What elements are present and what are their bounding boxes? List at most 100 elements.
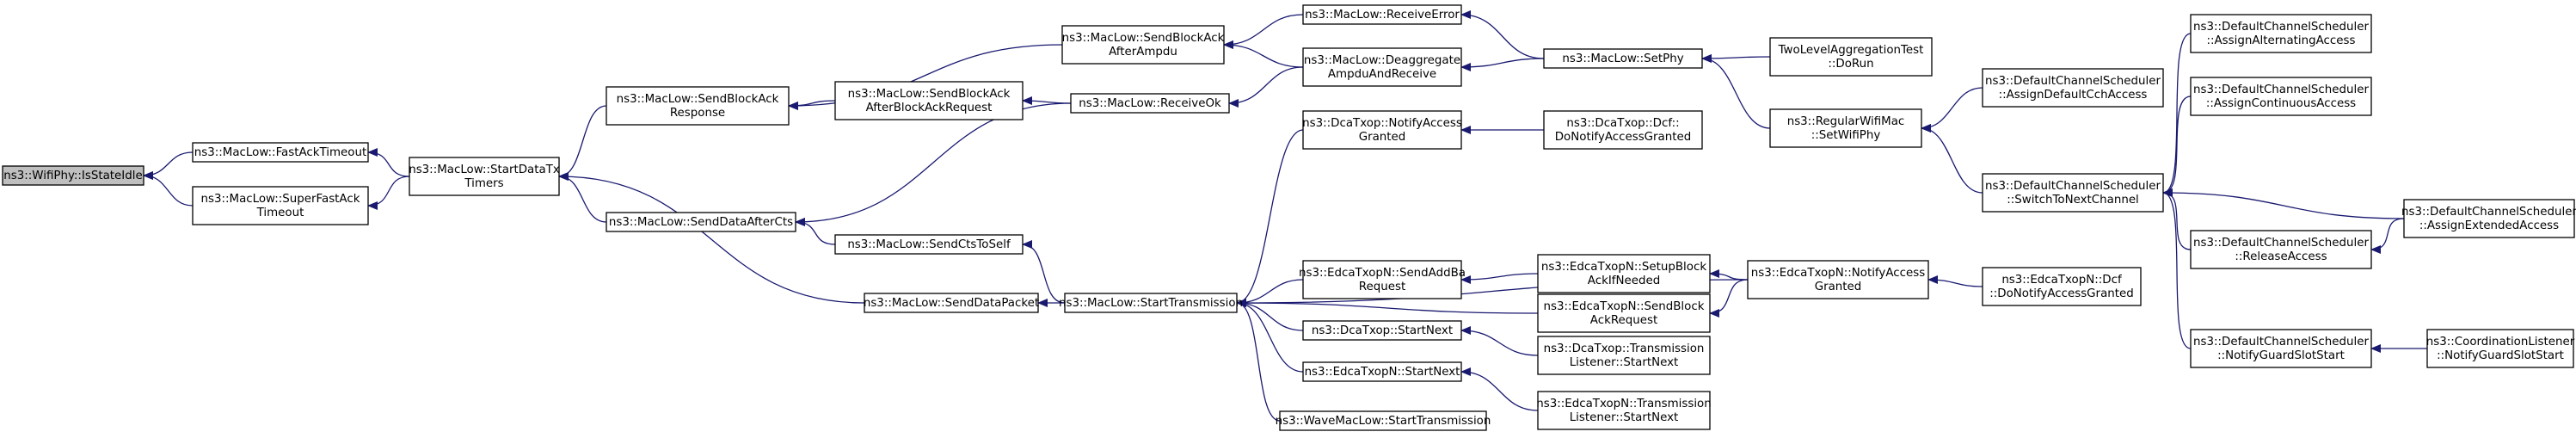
node-box bbox=[2190, 77, 2372, 116]
node-box bbox=[864, 293, 1039, 313]
node-defaultchannelscheduler-notifyguardslotstart[interactable]: ns3::DefaultChannelScheduler::NotifyGuar… bbox=[2190, 329, 2372, 368]
node-label: ns3::MacLow::FastAckTimeout bbox=[194, 146, 366, 159]
node-box bbox=[2190, 329, 2372, 368]
edge-maclow-receiveok-to-maclow-senddataaftercts bbox=[795, 102, 1072, 226]
node-label: ns3::MacLow::ReceiveOk bbox=[1079, 97, 1221, 110]
node-label: ns3::DefaultChannelScheduler bbox=[2193, 336, 2369, 349]
node-maclow-senddatapacket[interactable]: ns3::MacLow::SendDataPacket bbox=[864, 293, 1039, 313]
node-label: AmpduAndReceive bbox=[1328, 68, 1436, 81]
node-defaultchannelscheduler-assignextendedaccess[interactable]: ns3::DefaultChannelScheduler::AssignExte… bbox=[2401, 199, 2576, 238]
node-label: ns3::RegularWifiMac bbox=[1787, 115, 1905, 128]
edge-edcatxopn-notifyaccessgranted-to-edcatxopn-sendblockackrequest bbox=[1709, 279, 1749, 318]
node-label: ns3::DcaTxop::Dcf:: bbox=[1566, 117, 1679, 130]
node-defaultchannelscheduler-switchtonextchannel[interactable]: ns3::DefaultChannelScheduler::SwitchToNe… bbox=[1982, 173, 2164, 213]
node-wifiphy-isstateidle[interactable]: ns3::WifiPhy::IsStateIdle bbox=[2, 165, 144, 186]
edge-defaultchannelscheduler-assignextendedaccess-to-defaultchannelscheduler-releaseaccess bbox=[2370, 218, 2405, 254]
node-label: ns3::WifiPhy::IsStateIdle bbox=[3, 170, 142, 182]
node-box bbox=[1982, 68, 2164, 108]
node-label: ns3::MacLow::StartTransmission bbox=[1059, 297, 1243, 310]
node-defaultchannelscheduler-assigndefaultcchaccess[interactable]: ns3::DefaultChannelScheduler::AssignDefa… bbox=[1982, 68, 2164, 108]
edge-edcatxopn-dcf-donotifyaccessgranted-to-edcatxopn-notifyaccessgranted bbox=[1927, 275, 1983, 287]
node-box bbox=[1769, 37, 1933, 77]
node-defaultchannelscheduler-assigncontinuousaccess[interactable]: ns3::DefaultChannelScheduler::AssignCont… bbox=[2190, 77, 2372, 116]
node-edcatxopn-startnext[interactable]: ns3::EdcaTxopN::StartNext bbox=[1302, 361, 1462, 382]
node-box bbox=[606, 86, 790, 126]
node-box bbox=[1982, 267, 2142, 306]
node-maclow-setphy[interactable]: ns3::MacLow::SetPhy bbox=[1543, 48, 1703, 69]
node-label: ns3::DefaultChannelScheduler bbox=[2193, 21, 2369, 34]
node-dcatxop-transmissionlistener-startnext[interactable]: ns3::DcaTxop::TransmissionListener::Star… bbox=[1537, 336, 1711, 375]
node-box bbox=[1543, 48, 1703, 69]
node-label: ns3::EdcaTxopN::StartNext bbox=[1305, 366, 1460, 379]
node-edcatxopn-transmissionlistener-startnext[interactable]: ns3::EdcaTxopN::TransmissionListener::St… bbox=[1536, 391, 1712, 430]
node-defaultchannelscheduler-releaseaccess[interactable]: ns3::DefaultChannelScheduler::ReleaseAcc… bbox=[2190, 230, 2372, 269]
node-box bbox=[1747, 260, 1929, 299]
node-label: ns3::DcaTxop::StartNext bbox=[1312, 324, 1453, 337]
node-box bbox=[192, 186, 369, 225]
node-edcatxopn-notifyaccessgranted[interactable]: ns3::EdcaTxopN::NotifyAccessGranted bbox=[1747, 260, 1929, 299]
edge-twolevelaggregationtest-dorun-to-maclow-setphy bbox=[1701, 53, 1771, 63]
node-box bbox=[1061, 25, 1225, 65]
node-box bbox=[409, 157, 560, 196]
edge-maclow-receiveerror-to-maclow-sendblockackafterampdu bbox=[1223, 14, 1304, 49]
node-defaultchannelscheduler-assignalternatingaccess[interactable]: ns3::DefaultChannelScheduler::AssignAlte… bbox=[2190, 14, 2372, 53]
node-label: Request bbox=[1359, 281, 1405, 293]
node-label: AckIfNeeded bbox=[1588, 275, 1660, 287]
node-dcatxop-notifyaccessgranted[interactable]: ns3::DcaTxop::NotifyAccessGranted bbox=[1302, 110, 1462, 150]
node-box bbox=[1302, 4, 1462, 25]
node-maclow-starttransmission[interactable]: ns3::MacLow::StartTransmission bbox=[1059, 293, 1243, 313]
edge-dcatxop-transmissionlistener-startnext-to-dcatxop-startnext bbox=[1460, 326, 1539, 356]
node-dcatxop-dcf-donotifyaccessgranted[interactable]: ns3::DcaTxop::Dcf::DoNotifyAccessGranted bbox=[1543, 110, 1703, 150]
node-label: ns3::MacLow::SendDataAfterCts bbox=[609, 216, 793, 229]
node-regularwifimac-setwifiphy[interactable]: ns3::RegularWifiMac::SetWifiPhy bbox=[1769, 108, 1922, 148]
node-label: ::NotifyGuardSlotStart bbox=[2437, 349, 2564, 362]
node-label: ns3::EdcaTxopN::Transmission bbox=[1536, 398, 1711, 410]
node-edcatxopn-dcf-donotifyaccessgranted[interactable]: ns3::EdcaTxopN::Dcf::DoNotifyAccessGrant… bbox=[1982, 267, 2142, 306]
node-box bbox=[1302, 320, 1462, 341]
node-label: AfterAmpdu bbox=[1109, 46, 1177, 59]
node-maclow-receiveok[interactable]: ns3::MacLow::ReceiveOk bbox=[1070, 93, 1230, 114]
node-wavemaclow-starttransmission[interactable]: ns3::WaveMacLow::StartTransmission bbox=[1276, 410, 1491, 431]
node-maclow-receiveerror[interactable]: ns3::MacLow::ReceiveError bbox=[1302, 4, 1462, 25]
node-label: Listener::StartNext bbox=[1570, 411, 1679, 424]
edge-defaultchannelscheduler-assignextendedaccess-to-defaultchannelscheduler-switchtonextchannel bbox=[2162, 188, 2405, 219]
edge-maclow-fastacktimeout-to-wifiphy-isstateidle bbox=[143, 151, 194, 180]
edge-edcatxopn-transmissionlistener-startnext-to-edcatxopn-startnext bbox=[1460, 367, 1539, 411]
node-label: ns3::EdcaTxopN::SendAddBa bbox=[1299, 267, 1466, 280]
edge-maclow-sendctstoself-to-maclow-senddataaftercts bbox=[795, 218, 836, 245]
node-label: AckRequest bbox=[1590, 314, 1657, 327]
node-maclow-senddataaftercts[interactable]: ns3::MacLow::SendDataAfterCts bbox=[606, 212, 796, 232]
node-coordinationlistener-notifyguardslotstart[interactable]: ns3::CoordinationListener::NotifyGuardSl… bbox=[2426, 329, 2575, 368]
node-box bbox=[2403, 199, 2575, 238]
edge-defaultchannelscheduler-notifyguardslotstart-to-defaultchannelscheduler-switchtonextchannel bbox=[2162, 188, 2192, 349]
node-label: ::DoNotifyAccessGranted bbox=[1989, 287, 2134, 300]
node-label: ::AssignExtendedAccess bbox=[2419, 219, 2559, 232]
node-box bbox=[1279, 410, 1487, 431]
node-maclow-sendblockackafterblockackrequest[interactable]: ns3::MacLow::SendBlockAckAfterBlockAckRe… bbox=[834, 81, 1024, 120]
node-label: ::SwitchToNextChannel bbox=[2007, 194, 2139, 207]
node-twolevelaggregationtest-dorun[interactable]: TwoLevelAggregationTest::DoRun bbox=[1769, 37, 1933, 77]
node-maclow-sendctstoself[interactable]: ns3::MacLow::SendCtsToSelf bbox=[834, 234, 1024, 255]
edge-edcatxopn-setupblockackifneeded-to-edcatxopn-sendaddbarequest bbox=[1460, 273, 1539, 284]
node-label: ns3::MacLow::StartDataTx bbox=[409, 163, 560, 176]
node-box bbox=[834, 234, 1024, 255]
edge-defaultchannelscheduler-releaseaccess-to-defaultchannelscheduler-switchtonextchannel bbox=[2162, 188, 2192, 250]
node-maclow-fastacktimeout[interactable]: ns3::MacLow::FastAckTimeout bbox=[192, 142, 369, 163]
node-box bbox=[1543, 110, 1703, 150]
node-dcatxop-startnext[interactable]: ns3::DcaTxop::StartNext bbox=[1302, 320, 1462, 341]
node-box bbox=[2426, 329, 2574, 368]
node-label: ns3::EdcaTxopN::Dcf bbox=[2001, 274, 2122, 287]
edge-maclow-superfastacktimeout-to-wifiphy-isstateidle bbox=[143, 171, 194, 207]
edge-maclow-sendblockackresponse-to-maclow-startdatatxtimers bbox=[558, 105, 607, 181]
node-label: ns3::DcaTxop::NotifyAccess bbox=[1302, 117, 1462, 130]
node-box bbox=[1537, 254, 1711, 293]
edge-defaultchannelscheduler-assignalternatingaccess-to-defaultchannelscheduler-switchtonextchannel bbox=[2162, 33, 2192, 197]
